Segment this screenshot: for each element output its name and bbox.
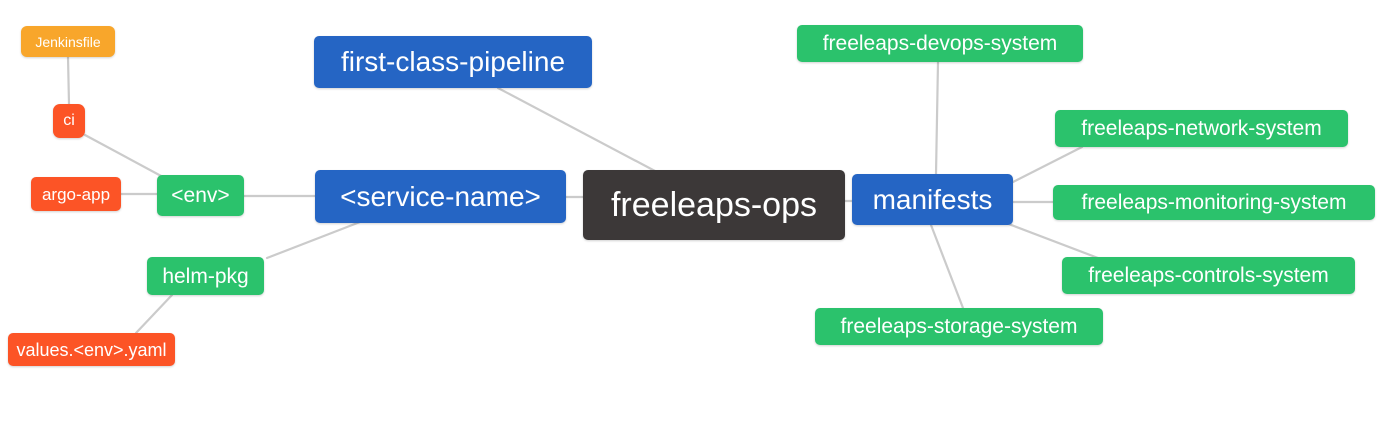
node-freeleaps-ops-root[interactable]: freeleaps-ops [583, 170, 845, 240]
node-first-class-pipeline[interactable]: first-class-pipeline [314, 36, 592, 88]
node-values-env-yaml[interactable]: values.<env>.yaml [8, 333, 175, 366]
node-freeleaps-storage-system[interactable]: freeleaps-storage-system [815, 308, 1103, 345]
node-env[interactable]: <env> [157, 175, 244, 216]
edge-service-helm-pkg [265, 220, 362, 260]
node-freeleaps-devops-system[interactable]: freeleaps-devops-system [797, 25, 1083, 62]
node-freeleaps-monitoring-system[interactable]: freeleaps-monitoring-system [1053, 185, 1375, 220]
edge-manifests-devops [934, 60, 940, 176]
edge-helm-values [134, 293, 174, 335]
node-helm-pkg[interactable]: helm-pkg [147, 257, 264, 295]
edge-manifests-controls [1004, 221, 1100, 260]
node-manifests[interactable]: manifests [852, 174, 1013, 225]
node-freeleaps-network-system[interactable]: freeleaps-network-system [1055, 110, 1348, 147]
edge-manifests-storage [929, 223, 965, 310]
node-argo-app[interactable]: argo-app [31, 177, 121, 211]
edge-manifests-network [1011, 145, 1084, 184]
node-service-name[interactable]: <service-name> [315, 170, 566, 223]
node-jenkinsfile[interactable]: Jenkinsfile [21, 26, 115, 57]
node-freeleaps-controls-system[interactable]: freeleaps-controls-system [1062, 257, 1355, 294]
edge-ops-pipeline [496, 86, 657, 173]
edge-env-ci [83, 133, 165, 179]
node-ci[interactable]: ci [53, 104, 85, 138]
edge-ci-jenkinsfile [66, 55, 71, 106]
